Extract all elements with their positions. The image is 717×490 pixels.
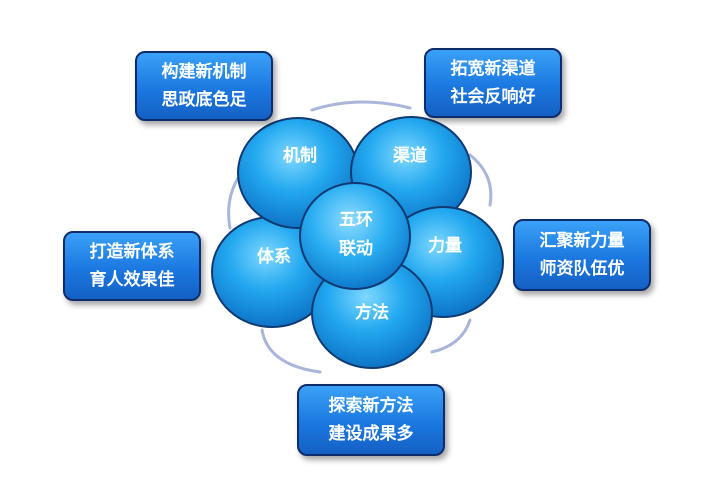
arc-upper-right bbox=[468, 153, 493, 207]
arc-bottom bbox=[260, 328, 322, 374]
center-circle bbox=[299, 182, 411, 290]
box-top-left-line1: 构建新机制 bbox=[161, 62, 247, 82]
box-bottom-line2: 建设成果多 bbox=[328, 424, 414, 444]
center-label-line1: 五环 bbox=[339, 210, 373, 230]
box-bottom-line1: 探索新方法 bbox=[328, 396, 414, 416]
petal-mechanism-label: 机制 bbox=[283, 145, 317, 166]
box-top-left: 构建新机制 思政底色足 bbox=[135, 51, 273, 121]
arc-left bbox=[227, 176, 240, 230]
box-right-line2: 师资队伍优 bbox=[539, 259, 625, 279]
box-top-right: 拓宽新渠道 社会反响好 bbox=[424, 48, 562, 118]
petal-method-label: 方法 bbox=[355, 302, 389, 323]
box-right: 汇聚新力量 师资队伍优 bbox=[513, 219, 651, 291]
box-left-line1: 打造新体系 bbox=[89, 242, 175, 262]
box-bottom: 探索新方法 建设成果多 bbox=[297, 384, 445, 456]
box-right-line1: 汇聚新力量 bbox=[539, 231, 625, 251]
box-left: 打造新体系 育人效果佳 bbox=[63, 231, 201, 301]
box-top-left-line2: 思政底色足 bbox=[161, 90, 247, 110]
connector-arcs bbox=[227, 100, 493, 374]
arc-top bbox=[310, 100, 412, 112]
petal-force-label: 力量 bbox=[428, 235, 462, 256]
box-top-right-line1: 拓宽新渠道 bbox=[450, 59, 536, 79]
arc-lower-right bbox=[430, 318, 472, 354]
box-left-line2: 育人效果佳 bbox=[89, 270, 175, 290]
box-top-right-line2: 社会反响好 bbox=[450, 87, 536, 107]
petal-channel-label: 渠道 bbox=[392, 145, 427, 166]
center-label-line2: 联动 bbox=[339, 239, 373, 259]
petal-system-label: 体系 bbox=[257, 246, 291, 267]
